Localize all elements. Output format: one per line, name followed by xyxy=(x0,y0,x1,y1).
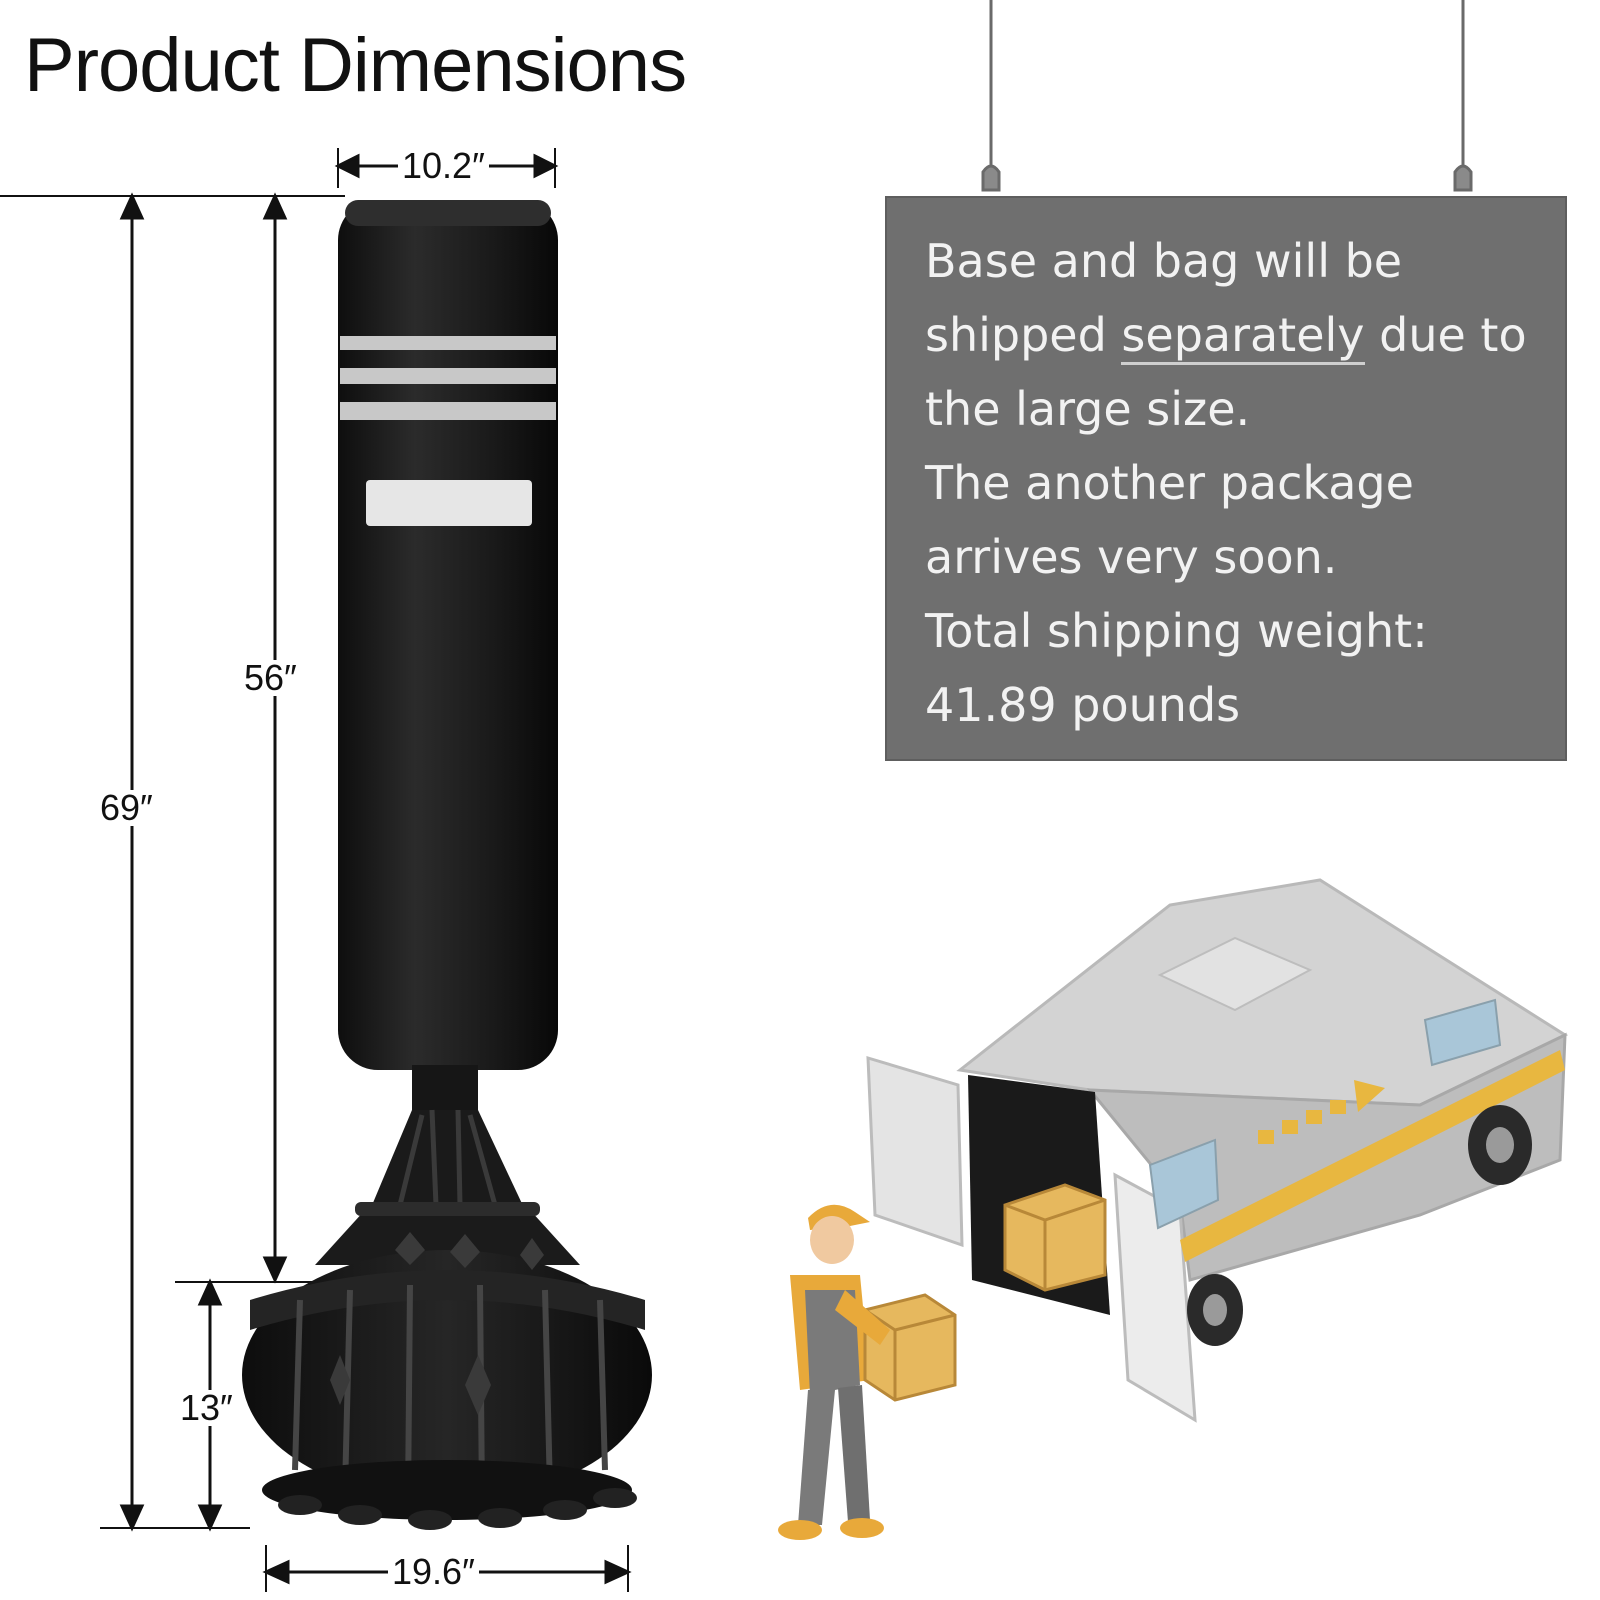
page-title: Product Dimensions xyxy=(24,23,687,108)
sign-line: arrives very soon. xyxy=(925,530,1338,584)
bag-neck xyxy=(370,1065,525,1210)
bag-base xyxy=(242,1202,652,1530)
shipping-info-sign: Base and bag will be shipped separately … xyxy=(885,196,1567,761)
sign-line: the large size. xyxy=(925,382,1251,436)
total-height-label: 69″ xyxy=(96,790,157,826)
sign-text-fragment: shipped xyxy=(925,308,1122,362)
top-width-label: 10.2″ xyxy=(398,148,489,184)
sign-line: Total shipping weight: xyxy=(925,604,1428,658)
sign-hangers xyxy=(981,0,1473,192)
delivery-worker xyxy=(778,1204,957,1540)
sign-line: shipped separately due to xyxy=(925,298,1537,372)
shipping-info-text: Base and bag will be shipped separately … xyxy=(925,224,1537,742)
sign-line: Base and bag will be xyxy=(925,234,1403,288)
sign-line: The another package xyxy=(925,456,1414,510)
delivery-van xyxy=(866,878,1569,1423)
base-height-label: 13″ xyxy=(176,1390,237,1426)
bag-height-label: 56″ xyxy=(240,660,301,696)
base-width-label: 19.6″ xyxy=(388,1554,479,1590)
sign-line: 41.89 pounds xyxy=(925,678,1241,732)
punching-bag xyxy=(338,200,558,1070)
sign-underlined-word: separately xyxy=(1121,308,1365,365)
sign-text-fragment: due to xyxy=(1364,308,1527,362)
